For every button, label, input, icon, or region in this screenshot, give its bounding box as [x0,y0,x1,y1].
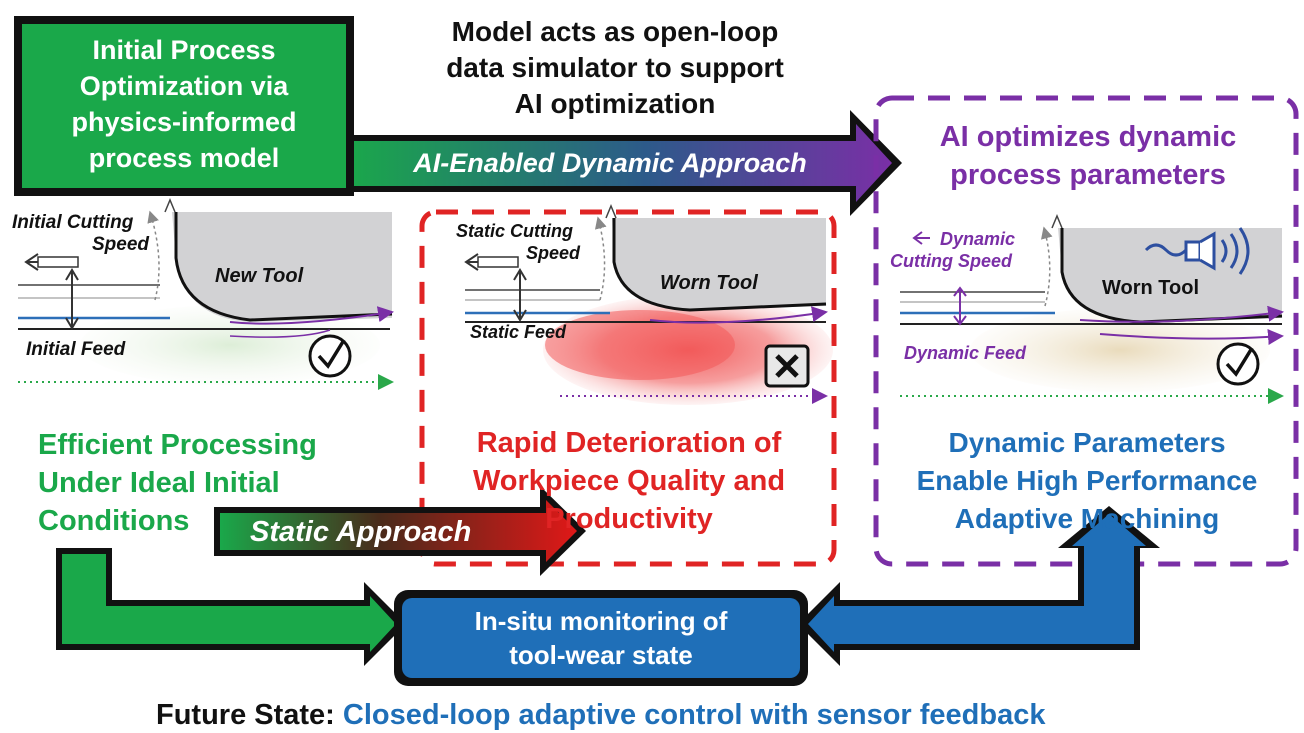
monitor-box [402,598,800,678]
initial-speed-label: Initial Cutting Speed [12,212,150,255]
footer: Future State: Closed-loop adaptive contr… [156,698,1156,732]
static-worn-tool-label: Worn Tool [660,272,758,294]
ai-arrow-label: AI-Enabled Dynamic Approach [413,148,807,178]
dynamic-worn-tool-shape [1058,228,1282,322]
check-circle-icon [1216,342,1260,386]
top-caption: Model acts as open-loop data simulator t… [446,16,784,119]
static-feed-label: Static Feed [470,322,567,342]
worn-tool-shape [612,218,826,310]
footer-text: Closed-loop adaptive control with sensor… [342,699,1046,731]
ai-box-title: AI optimizes dynamic process parameters [939,121,1237,191]
green-feedback-arrow [56,548,406,666]
panel-static-worn-tool [464,204,833,405]
x-box-icon [764,344,810,388]
static-arrow-label: Static Approach [250,516,472,548]
footer-prefix: Future State: [156,699,335,731]
blue-caption: Dynamic Parameters Enable High Performan… [916,427,1258,534]
new-tool-label: New Tool [215,265,304,287]
acoustic-sensor-icon [1144,227,1250,275]
dynamic-feed-label: Dynamic Feed [904,343,1027,363]
dynamic-speed-label: Dynamic Cutting Speed [890,229,1016,271]
ai-enabled-arrow [340,110,902,216]
panel-new-tool [18,198,394,390]
static-speed-label: Static Cutting Speed [456,221,581,263]
green-caption: Efficient Processing Under Ideal Initial… [38,429,317,537]
monitor-box-text: In-situ monitoring of tool-wear state [474,606,728,670]
initial-optimization-box [22,24,346,188]
blue-feedback-arrow [798,506,1160,666]
panel-dynamic-worn-tool [900,214,1284,404]
static-approach-arrow [214,486,586,576]
check-circle-icon [308,334,352,378]
red-caption: Rapid Deterioration of Workpiece Quality… [472,427,786,535]
new-tool-shape [172,212,392,322]
initial-optimization-text: Initial Process Optimization via physics… [71,35,297,173]
initial-feed-label: Initial Feed [26,339,126,360]
static-dashed-frame [419,209,837,567]
dynamic-worn-tool-label: Worn Tool [1102,277,1200,299]
